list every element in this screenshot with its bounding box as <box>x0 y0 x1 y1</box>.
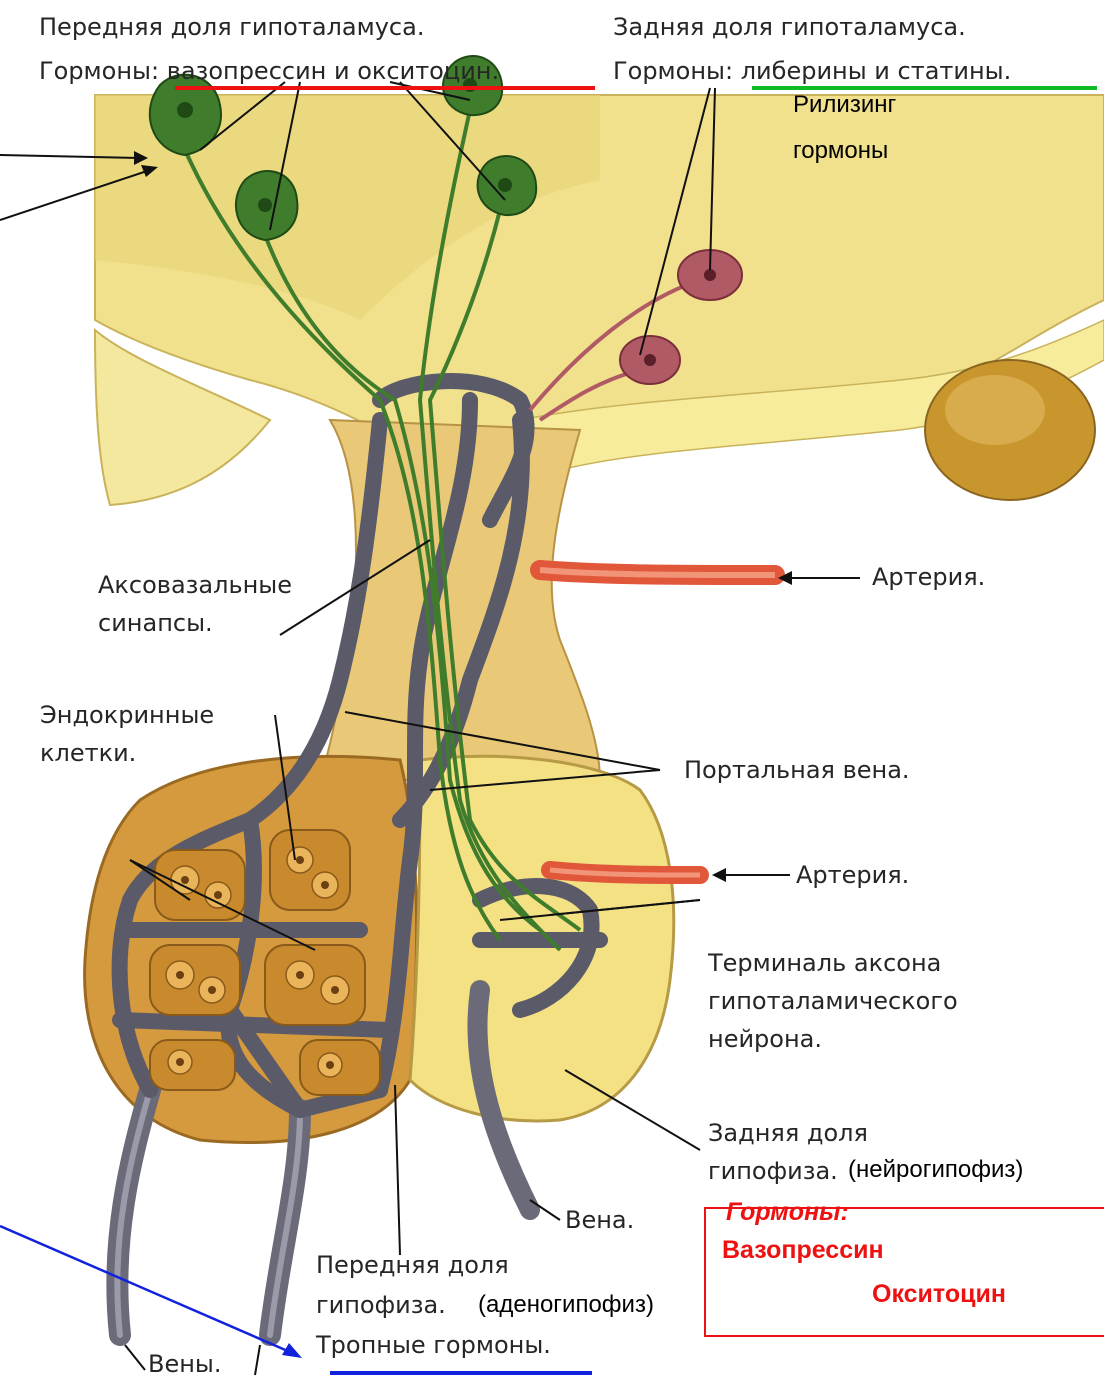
adenohypophysis-annotation: (аденогипофиз) <box>478 1290 654 1320</box>
artery-top-label: Артерия. <box>872 562 985 592</box>
tropic-hormones-label: Тропные гормоны. <box>316 1330 551 1360</box>
blue-underline <box>330 1371 592 1375</box>
terminal-label-line2: гипоталамического <box>708 986 958 1016</box>
artery-bottom-label: Артерия. <box>796 860 909 890</box>
releasing-label-line1: Рилизинг <box>793 90 896 120</box>
anterior-pituitary-label-line2: гипофиза. <box>316 1290 446 1320</box>
axovasal-label-line1: Аксовазальные <box>98 570 292 600</box>
vein-label: Вена. <box>565 1205 634 1235</box>
hormone-box-oxytocin: Окситоцин <box>872 1280 1006 1309</box>
blue-arrowhead <box>282 1343 302 1358</box>
posterior-hypothalamus-hormones: Гормоны: либерины и статины. <box>613 56 1011 86</box>
releasing-label-line2: гормоны <box>793 136 888 166</box>
terminal-label-line3: нейрона. <box>708 1024 822 1054</box>
blue-arrow-line <box>0 1226 290 1352</box>
hormone-box-title: Гормоны: <box>726 1198 849 1227</box>
anterior-hypothalamus-hormones: Гормоны: вазопрессин и окситоцин. <box>39 56 499 86</box>
posterior-pituitary-label-line1: Задняя доля <box>708 1118 868 1148</box>
endocrine-label-line2: клетки. <box>40 738 136 768</box>
anterior-hypothalamus-title: Передняя доля гипоталамуса. <box>39 12 424 42</box>
neurohypophysis-annotation: (нейрогипофиз) <box>848 1155 1023 1185</box>
hormone-box-vasopressin: Вазопрессин <box>722 1236 884 1265</box>
posterior-hypothalamus-title: Задняя доля гипоталамуса. <box>613 12 966 42</box>
portal-vein-label: Портальная вена. <box>684 755 910 785</box>
endocrine-label-line1: Эндокринные <box>40 700 214 730</box>
veins-label: Вены. <box>148 1349 222 1379</box>
anterior-pituitary-label-line1: Передняя доля <box>316 1250 509 1280</box>
arrowhead-artery-bottom <box>712 868 726 882</box>
red-underline <box>175 86 595 90</box>
terminal-label-line1: Терминаль аксона <box>708 948 941 978</box>
axovasal-label-line2: синапсы. <box>98 608 213 638</box>
posterior-pituitary-label-line2: гипофиза. <box>708 1156 838 1186</box>
